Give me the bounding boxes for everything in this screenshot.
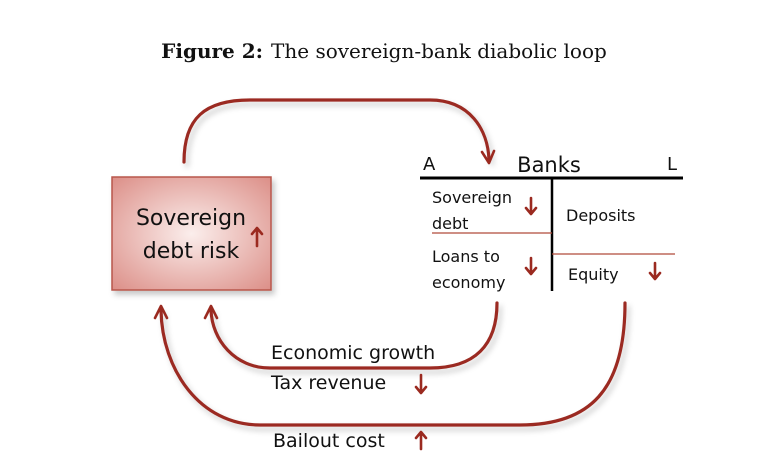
down-arrow-icon — [414, 373, 428, 395]
arrowhead-icon — [203, 304, 219, 320]
bailout-feedback-arrow — [159, 301, 627, 427]
down-arrow-icon — [524, 196, 538, 216]
arrowhead-icon — [153, 304, 169, 320]
liability-deposits: Deposits — [566, 206, 636, 225]
up-arrow-icon — [250, 226, 264, 248]
bailout-cost-label: Bailout cost — [273, 430, 385, 452]
sovereign-debt-risk-box — [111, 176, 272, 291]
economic-growth-label: Economic growth — [271, 342, 435, 364]
box-line1: Sovereign — [136, 206, 246, 231]
asset-sovereign-line1: Sovereign — [432, 188, 512, 207]
asset-loans-line1: Loans to — [432, 247, 500, 266]
up-arrow-icon — [414, 430, 428, 451]
risk-to-banks-arrow — [182, 98, 491, 164]
asset-sovereign-line2: debt — [432, 214, 468, 233]
liabilities-label: L — [667, 154, 677, 175]
down-arrow-icon — [524, 256, 538, 276]
liability-equity: Equity — [568, 265, 619, 284]
tax-revenue-label: Tax revenue — [270, 372, 386, 394]
asset-loans-line2: economy — [432, 273, 505, 292]
arrowhead-icon — [480, 149, 496, 165]
banks-title: Banks — [517, 153, 581, 177]
figure-caption: Figure 2:The sovereign-bank diabolic loo… — [161, 39, 607, 63]
down-arrow-icon — [648, 261, 662, 281]
assets-label: A — [423, 154, 436, 175]
box-line2: debt risk — [143, 239, 240, 264]
growth-feedback-arrow — [209, 301, 499, 370]
